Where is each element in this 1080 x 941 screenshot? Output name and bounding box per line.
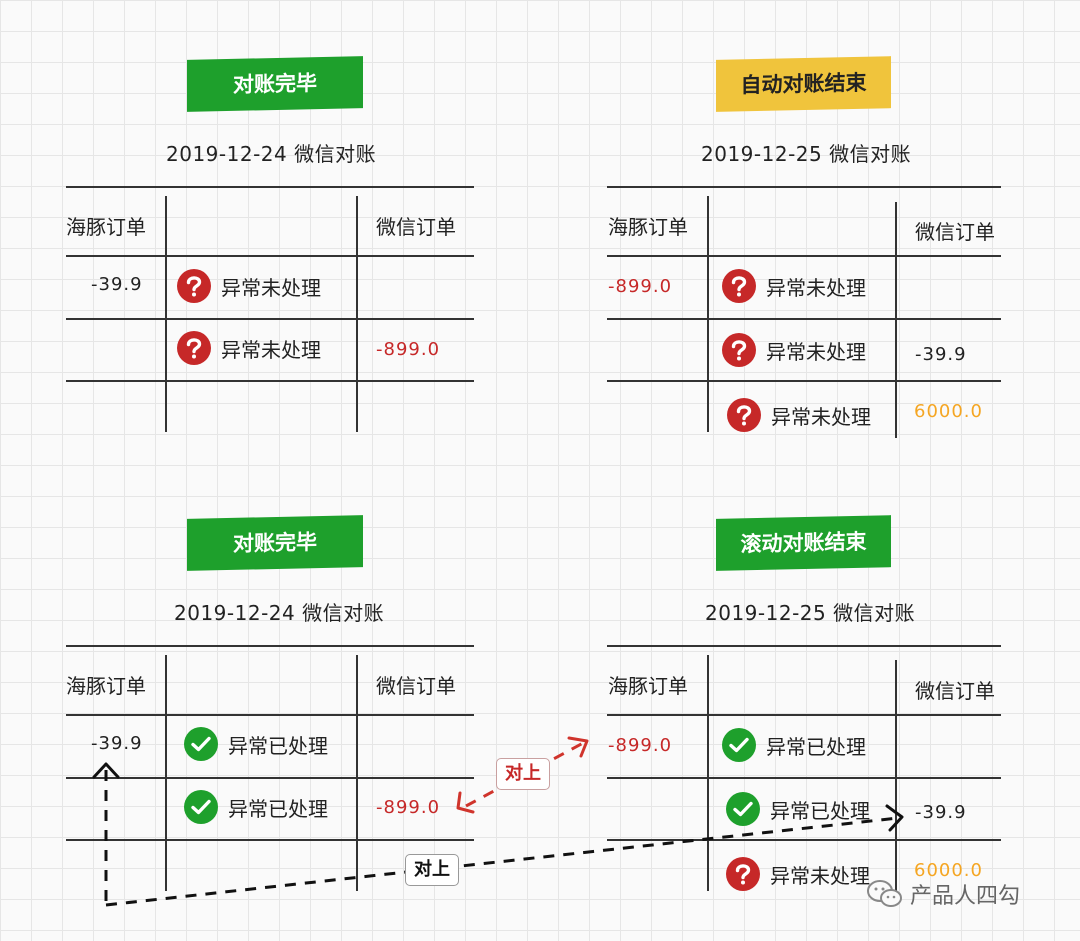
status-label: 异常未处理 — [766, 275, 866, 300]
status-label: 异常已处理 — [770, 798, 870, 823]
column-header-right: 微信订单 — [376, 215, 456, 239]
right-amount: 6000.0 — [914, 860, 983, 881]
match-label-red: 对上 — [496, 758, 550, 790]
table-divider — [895, 202, 897, 438]
question-circle-icon — [727, 398, 761, 432]
table-row-status: 异常未处理 — [726, 857, 870, 891]
table-row-status: 异常已处理 — [184, 727, 328, 761]
left-amount: -39.9 — [91, 733, 143, 754]
check-circle-icon — [722, 728, 756, 762]
table-top-rule — [607, 186, 1001, 188]
table-row-status: 异常未处理 — [727, 398, 871, 432]
table-row-status: 异常已处理 — [722, 728, 866, 762]
check-circle-icon — [184, 727, 218, 761]
table-divider — [707, 196, 709, 432]
table-row-rule — [66, 839, 474, 841]
column-header-right: 微信订单 — [376, 674, 456, 698]
table-row-rule — [66, 714, 474, 716]
status-label: 异常已处理 — [766, 734, 866, 759]
table-divider — [356, 655, 358, 891]
black-match-arrow — [92, 762, 904, 907]
question-circle-icon — [726, 857, 760, 891]
question-circle-icon — [722, 333, 756, 367]
table-divider — [707, 655, 709, 891]
table-row-status: 异常已处理 — [184, 790, 328, 824]
status-label: 异常已处理 — [228, 733, 328, 758]
table-row-rule — [607, 318, 1001, 320]
right-amount: 6000.0 — [914, 401, 983, 422]
table-row-rule — [66, 255, 474, 257]
column-header-right: 微信订单 — [915, 220, 995, 244]
table-row-status: 异常未处理 — [177, 269, 321, 303]
table-divider — [165, 655, 167, 891]
panel-subtitle: 2019-12-25 微信对账 — [701, 142, 912, 166]
wechat-icon — [867, 880, 902, 907]
table-row-rule — [66, 380, 474, 382]
right-amount: -39.9 — [915, 344, 967, 365]
column-header-left: 海豚订单 — [608, 215, 688, 239]
column-header-right: 微信订单 — [915, 679, 995, 703]
table-top-rule — [66, 186, 474, 188]
question-circle-icon — [177, 269, 211, 303]
left-amount: -899.0 — [608, 735, 673, 756]
question-circle-icon — [722, 269, 756, 303]
table-top-rule — [607, 645, 1001, 647]
column-header-left: 海豚订单 — [66, 215, 146, 239]
left-amount: -39.9 — [91, 274, 143, 295]
right-amount: -899.0 — [376, 797, 441, 818]
watermark: 产品人四勾 — [866, 878, 1020, 910]
watermark-text: 产品人四勾 — [910, 884, 1021, 909]
panel-subtitle: 2019-12-25 微信对账 — [705, 601, 916, 625]
table-row-rule — [607, 255, 1001, 257]
column-header-left: 海豚订单 — [608, 674, 688, 698]
table-top-rule — [66, 645, 474, 647]
question-circle-icon — [177, 331, 211, 365]
left-amount: -899.0 — [608, 276, 673, 297]
table-row-rule — [607, 380, 1001, 382]
match-label-black: 对上 — [405, 854, 459, 886]
table-row-status: 异常已处理 — [726, 792, 870, 826]
status-label: 异常未处理 — [766, 339, 866, 364]
table-divider — [356, 196, 358, 432]
table-row-status: 异常未处理 — [722, 269, 866, 303]
panel-subtitle: 2019-12-24 微信对账 — [174, 601, 385, 625]
table-divider — [165, 196, 167, 432]
panel-subtitle: 2019-12-24 微信对账 — [166, 142, 377, 166]
check-circle-icon — [726, 792, 760, 826]
status-label: 异常未处理 — [221, 337, 321, 362]
right-amount: -899.0 — [376, 339, 441, 360]
table-row-status: 异常未处理 — [177, 331, 321, 365]
table-row-rule — [607, 777, 1001, 779]
check-circle-icon — [184, 790, 218, 824]
status-label: 异常未处理 — [221, 275, 321, 300]
status-label: 异常未处理 — [770, 863, 870, 888]
table-row-rule — [607, 714, 1001, 716]
table-row-rule — [607, 839, 1001, 841]
right-amount: -39.9 — [915, 802, 967, 823]
table-row-rule — [66, 318, 474, 320]
column-header-left: 海豚订单 — [66, 674, 146, 698]
status-label: 异常已处理 — [228, 796, 328, 821]
table-row-rule — [66, 777, 474, 779]
status-label: 异常未处理 — [771, 404, 871, 429]
table-row-status: 异常未处理 — [722, 333, 866, 367]
